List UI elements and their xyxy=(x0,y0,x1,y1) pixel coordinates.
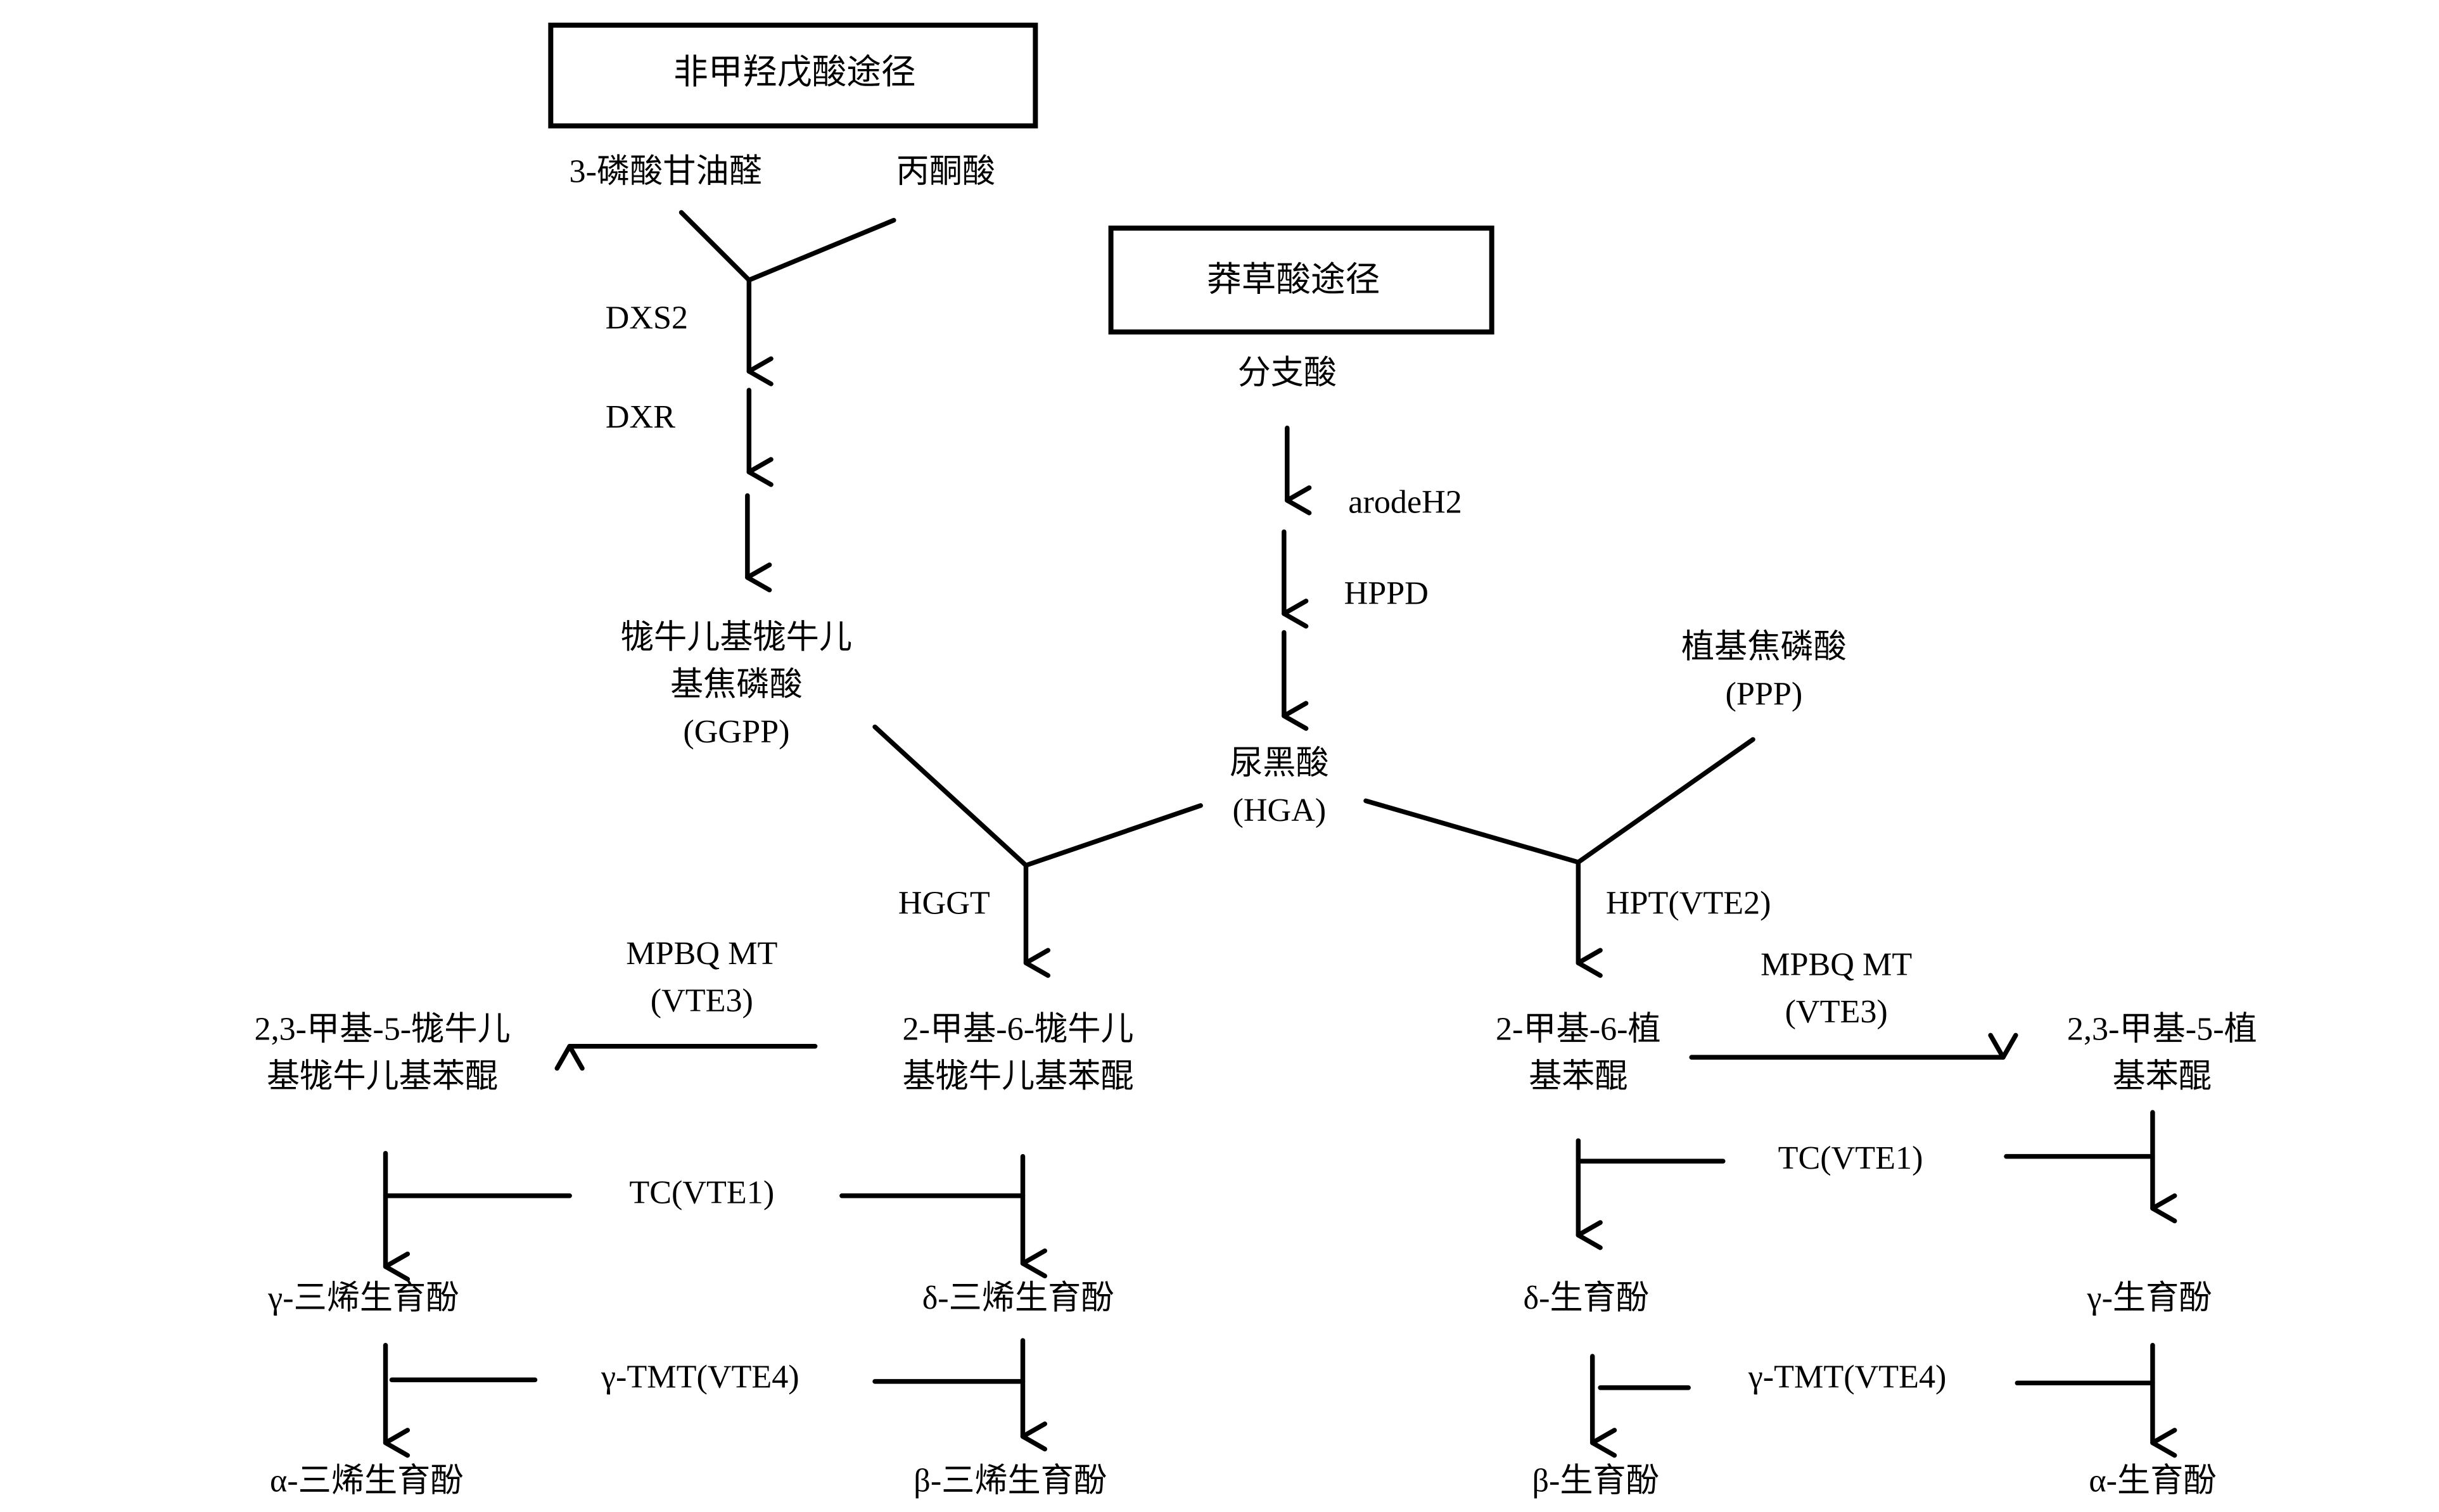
merge-line-g3p xyxy=(678,210,752,283)
compound-ppp-line2: (PPP) xyxy=(1726,676,1803,712)
enzyme-tc-right: TC(VTE1) xyxy=(1778,1140,1923,1176)
shikimate-pathway-box: 莽草酸途径 xyxy=(1108,226,1494,335)
enzyme-hppd: HPPD xyxy=(1344,575,1429,611)
compound-hga-line1: 尿黑酸 xyxy=(1230,746,1328,782)
mep-pathway-box: 非甲羟戊酸途径 xyxy=(548,22,1038,129)
mep-pathway-label: 非甲羟戊酸途径 xyxy=(673,53,915,91)
compound-delta-tocotrienol: δ-三烯生育酚 xyxy=(922,1280,1114,1316)
enzyme-mpbq-mt-left-line2: (VTE3) xyxy=(651,983,753,1019)
enzyme-tc-left: TC(VTE1) xyxy=(629,1175,774,1211)
compound-mpbq-line1: 2-甲基-6-植 xyxy=(1496,1011,1661,1047)
compound-gamma-tocopherol: γ-生育酚 xyxy=(2087,1280,2212,1316)
enzyme-gtmt-left: γ-TMT(VTE4) xyxy=(601,1359,799,1395)
compound-dmggbq-line2: 基牻牛儿基苯醌 xyxy=(267,1058,498,1095)
compound-mpbq-line2: 基苯醌 xyxy=(1529,1058,1627,1095)
compound-ggpp-line3: (GGPP) xyxy=(683,714,789,750)
compound-beta-tocopherol: β-生育酚 xyxy=(1532,1463,1659,1499)
merge-line-ggpp xyxy=(872,724,1029,868)
merge-line-pyruvate xyxy=(746,218,896,283)
merge-line-hga-left xyxy=(1023,803,1203,868)
compound-dmggbq-line1: 2,3-甲基-5-牻牛儿 xyxy=(254,1011,510,1047)
compound-mggbq-line2: 基牻牛儿基苯醌 xyxy=(903,1058,1134,1095)
enzyme-gtmt-right: γ-TMT(VTE4) xyxy=(1748,1359,1947,1395)
compound-delta-tocopherol: δ-生育酚 xyxy=(1524,1280,1649,1316)
enzyme-dxr: DXR xyxy=(606,399,675,435)
compound-ggpp-line1: 牻牛儿基牻牛儿 xyxy=(621,619,852,656)
compound-ppp-line1: 植基焦磷酸 xyxy=(1681,629,1847,665)
enzyme-hpt: HPT(VTE2) xyxy=(1606,886,1771,922)
compound-ggpp-line2: 基焦磷酸 xyxy=(670,666,803,702)
enzyme-mpbq-mt-right-line2: (VTE3) xyxy=(1785,994,1888,1030)
compound-g3p: 3-磷酸甘油醛 xyxy=(570,154,762,190)
compound-chorismate: 分支酸 xyxy=(1238,355,1337,391)
enzyme-mpbq-mt-left-line1: MPBQ MT xyxy=(626,936,777,972)
enzyme-mpbq-mt-right-line1: MPBQ MT xyxy=(1761,947,1912,983)
compound-dmpbq-line1: 2,3-甲基-5-植 xyxy=(2067,1011,2257,1047)
compound-mggbq-line1: 2-甲基-6-牻牛儿 xyxy=(903,1011,1134,1047)
compound-gamma-tocotrienol: γ-三烯生育酚 xyxy=(267,1280,459,1316)
merge-line-ppp xyxy=(1576,737,1755,865)
compound-dmpbq-line2: 基苯醌 xyxy=(2113,1058,2212,1095)
shikimate-pathway-label: 莽草酸途径 xyxy=(1207,260,1380,299)
enzyme-hggt: HGGT xyxy=(898,886,990,922)
merge-line-hga-right xyxy=(1363,798,1581,865)
enzyme-dxs2: DXS2 xyxy=(606,300,688,336)
compound-beta-tocotrienol: β-三烯生育酚 xyxy=(914,1463,1107,1499)
compound-alpha-tocopherol: α-生育酚 xyxy=(2089,1463,2216,1499)
enzyme-arodeh2: arodeH2 xyxy=(1348,484,1462,520)
compound-hga-line2: (HGA) xyxy=(1233,792,1327,829)
compound-pyruvate: 丙酮酸 xyxy=(896,154,995,190)
compound-alpha-tocotrienol: α-三烯生育酚 xyxy=(270,1463,463,1499)
